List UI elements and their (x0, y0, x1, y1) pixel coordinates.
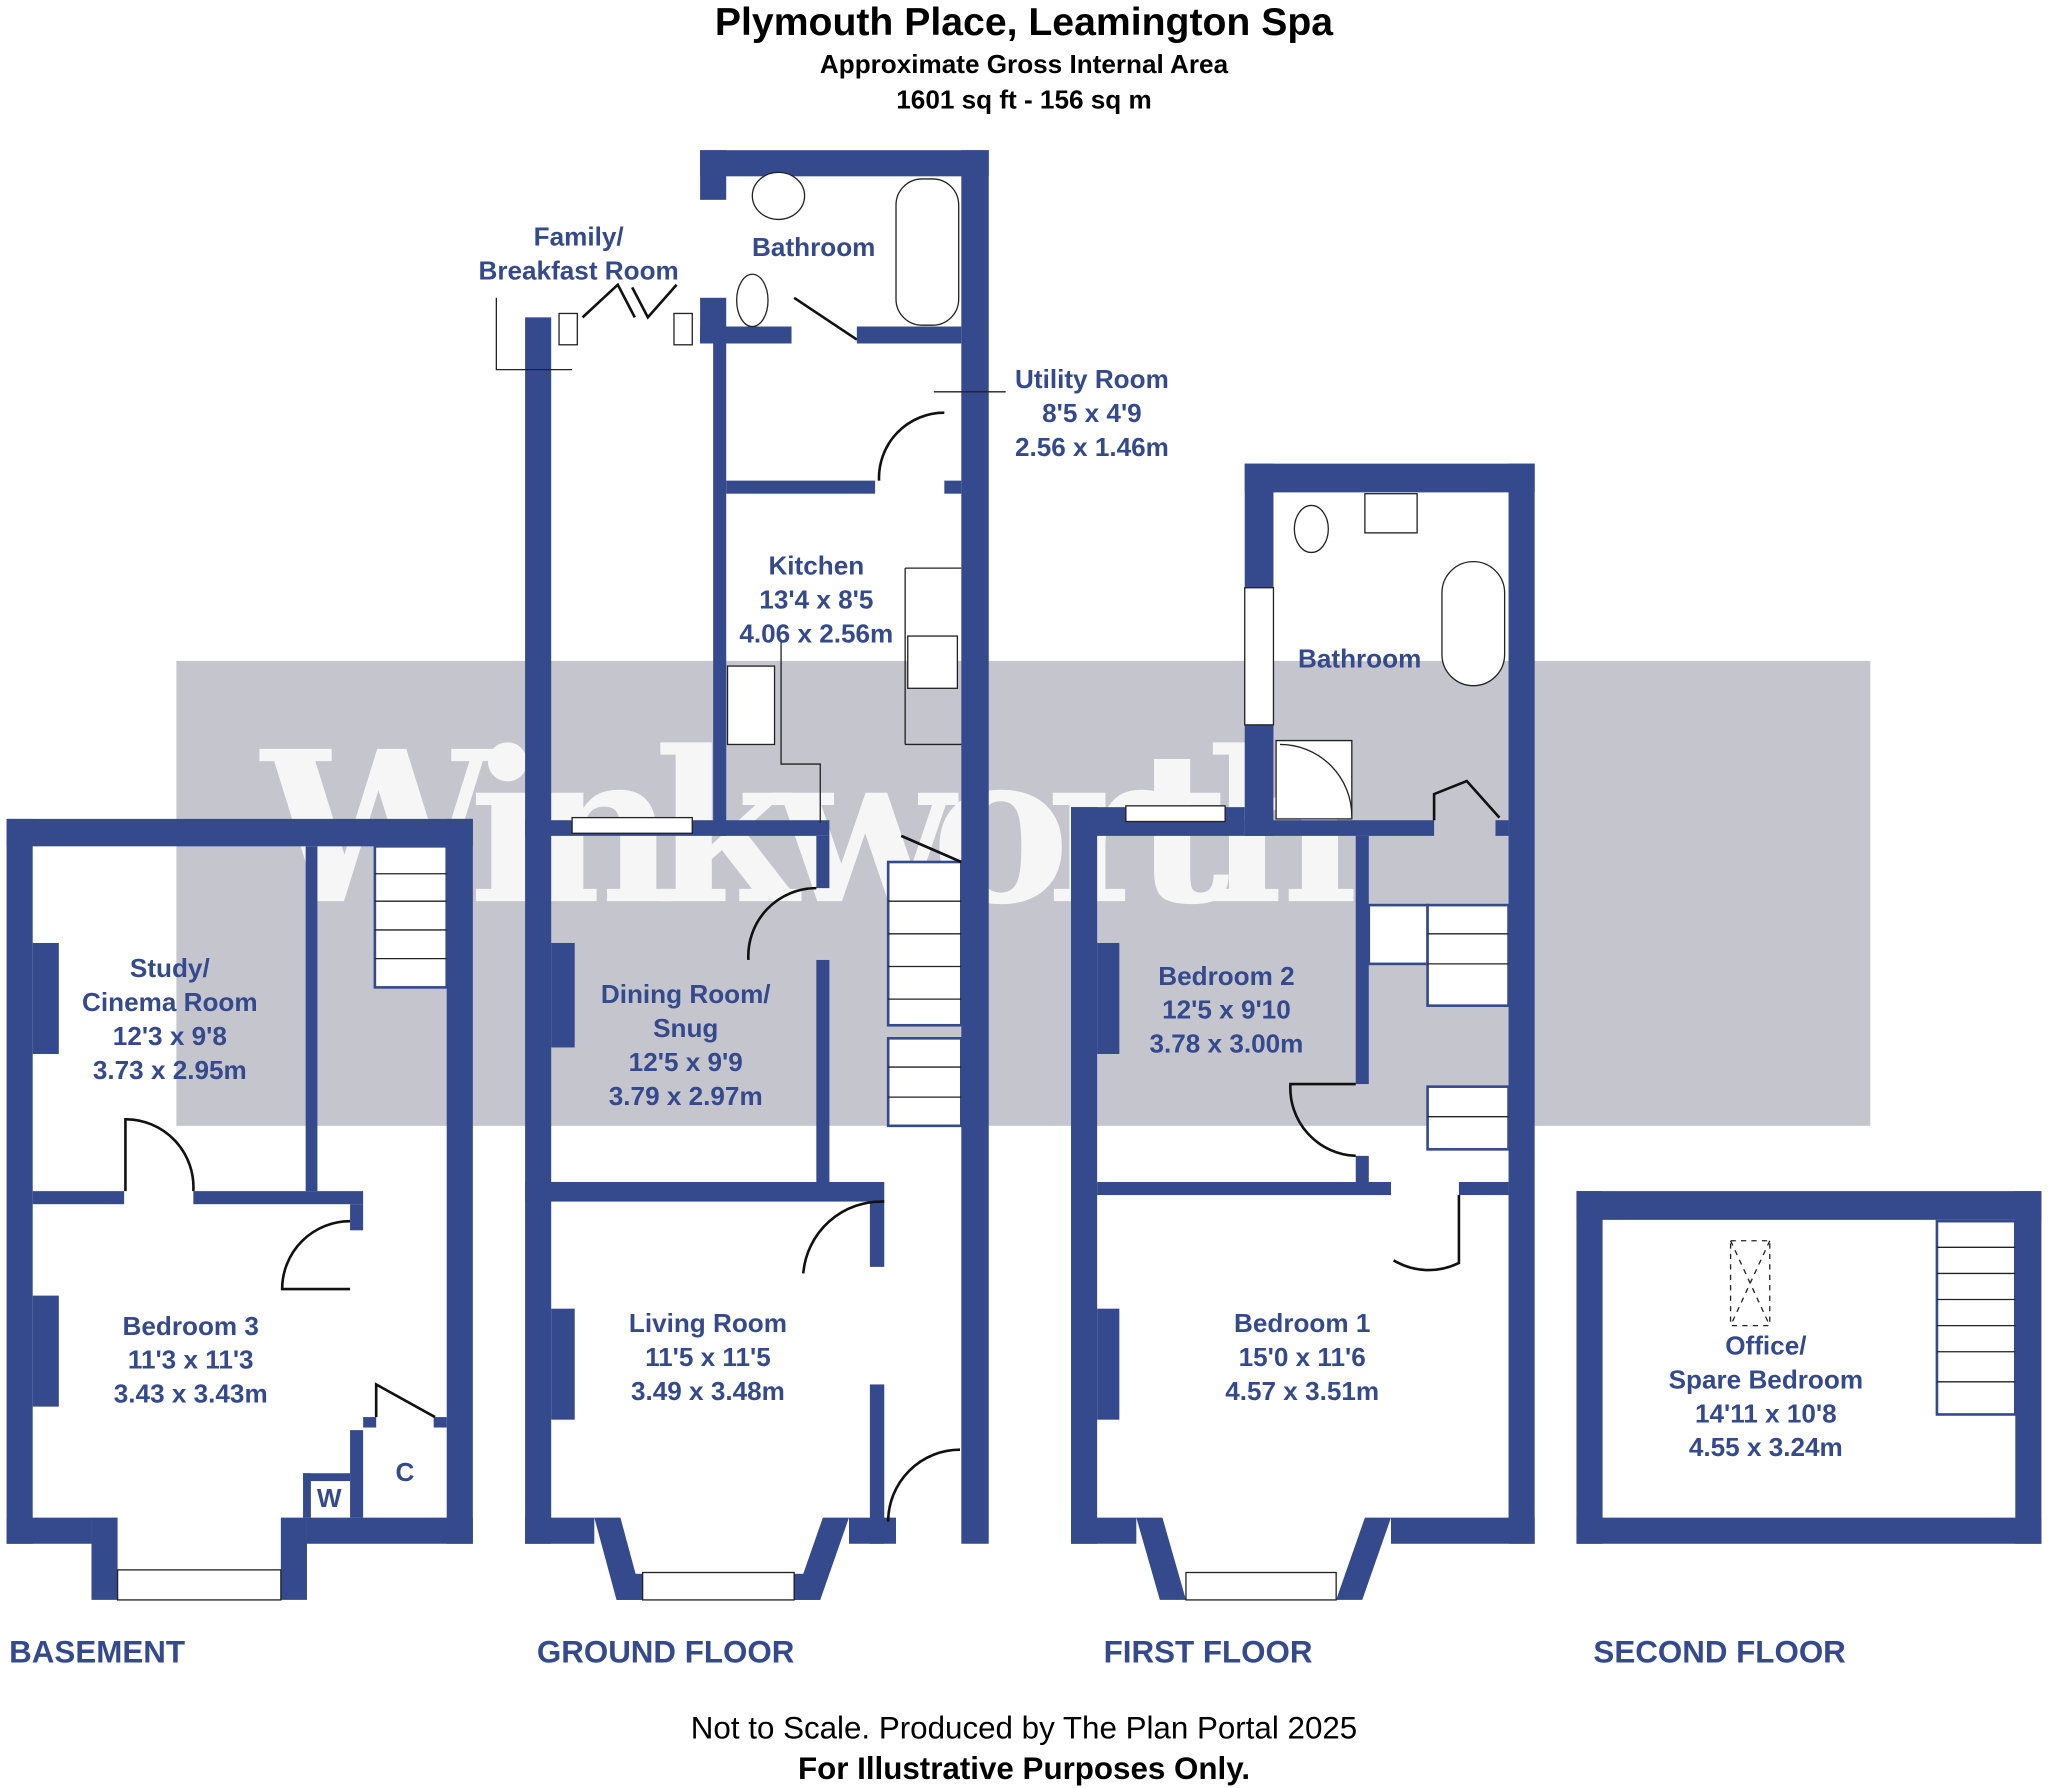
room-label: Study/ (130, 953, 210, 983)
room-label: Living Room (629, 1308, 787, 1338)
floor-label-basement: BASEMENT (9, 1635, 185, 1670)
room-dimensions-imperial: 15'0 x 11'6 (1239, 1342, 1366, 1372)
room-dimensions-imperial: 11'3 x 11'3 (128, 1345, 254, 1375)
room-dimensions-metric: 4.55 x 3.24m (1689, 1432, 1843, 1462)
room-label: Bathroom (752, 232, 875, 262)
cupboard-label: C (395, 1457, 414, 1487)
room-label: Bedroom 3 (123, 1311, 259, 1341)
room-label: Snug (653, 1013, 718, 1043)
room-dimensions-imperial: 12'3 x 9'8 (113, 1021, 227, 1051)
page-subtitle: Approximate Gross Internal Area (820, 49, 1229, 79)
room-dimensions-imperial: 12'5 x 9'10 (1162, 995, 1291, 1025)
first-floor-plan: Bathroom Bedroom 2 12'5 x 9'10 3.78 x 3.… (1071, 463, 1535, 1601)
room-label: Breakfast Room (479, 255, 679, 285)
floor-label-ground: GROUND FLOOR (537, 1635, 795, 1670)
room-label: Spare Bedroom (1669, 1364, 1863, 1394)
room-dimensions-metric: 4.57 x 3.51m (1225, 1376, 1379, 1406)
room-dimensions-imperial: 14'11 x 10'8 (1695, 1398, 1837, 1428)
room-dimensions-metric: 3.78 x 3.00m (1149, 1029, 1303, 1059)
ground-floor-plan: Family/ Breakfast Room Bathroom Utility … (479, 150, 1169, 1601)
room-dimensions-imperial: 13'4 x 8'5 (759, 585, 873, 615)
room-dimensions-metric: 3.79 x 2.97m (609, 1081, 763, 1111)
floor-label-first: FIRST FLOOR (1104, 1635, 1313, 1670)
second-floor-plan: Office/ Spare Bedroom 14'11 x 10'8 4.55 … (1576, 1191, 2042, 1544)
footer-note: Not to Scale. Produced by The Plan Porta… (691, 1710, 1357, 1745)
room-dimensions-metric: 3.43 x 3.43m (114, 1379, 268, 1409)
wc-label: W (317, 1483, 342, 1513)
room-dimensions-metric: 3.73 x 2.95m (93, 1055, 247, 1085)
floor-label-second: SECOND FLOOR (1593, 1635, 1845, 1670)
room-label: Bathroom (1298, 643, 1421, 673)
room-dimensions-metric: 4.06 x 2.56m (739, 619, 893, 649)
room-dimensions-imperial: 11'5 x 11'5 (645, 1342, 771, 1372)
room-label: Cinema Room (82, 987, 258, 1017)
room-label: Bedroom 1 (1234, 1308, 1370, 1338)
footer-disclaimer: For Illustrative Purposes Only. (798, 1751, 1250, 1786)
room-dimensions-imperial: 12'5 x 9'9 (629, 1047, 743, 1077)
room-label: Kitchen (768, 551, 864, 581)
basement-plan: Study/ Cinema Room 12'3 x 9'8 3.73 x 2.9… (6, 818, 473, 1601)
room-dimensions-metric: 2.56 x 1.46m (1015, 432, 1169, 462)
room-label: Utility Room (1015, 364, 1169, 394)
room-label: Office/ (1725, 1330, 1806, 1360)
room-dimensions-metric: 3.49 x 3.48m (631, 1376, 785, 1406)
room-dimensions-imperial: 8'5 x 4'9 (1042, 398, 1142, 428)
gross-area: 1601 sq ft - 156 sq m (896, 84, 1151, 114)
room-label: Family/ (534, 222, 624, 252)
page-title: Plymouth Place, Leamington Spa (715, 1, 1334, 44)
room-label: Dining Room/ (601, 979, 771, 1009)
room-label: Bedroom 2 (1158, 961, 1294, 991)
